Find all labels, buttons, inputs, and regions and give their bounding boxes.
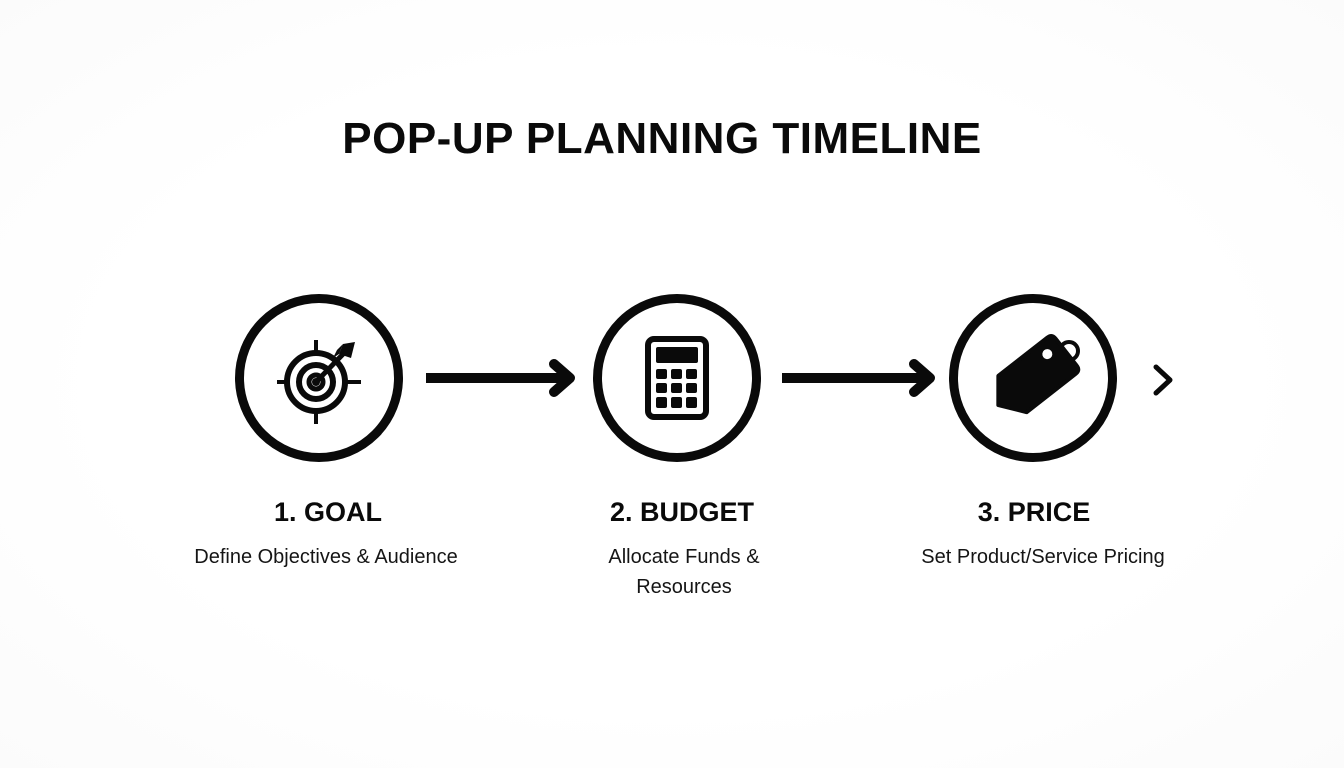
step-goal-circle xyxy=(235,294,403,462)
step-goal-description: Define Objectives & Audience xyxy=(194,546,458,568)
step-price-circle xyxy=(949,294,1117,462)
step-price-description: Set Product/Service Pricing xyxy=(921,546,1165,568)
calculator-icon xyxy=(645,336,709,420)
step-budget-label: 2. BUDGET xyxy=(609,497,755,527)
target-icon xyxy=(277,340,361,424)
step-budget-description: Allocate Funds & Resources xyxy=(504,542,864,602)
diagram-title: POP-UP PLANNING TIMELINE xyxy=(342,114,982,163)
step-goal-label: 1. GOAL xyxy=(273,497,382,527)
step-price-label: 3. PRICE xyxy=(977,497,1091,527)
chevron-right-icon xyxy=(1153,364,1173,396)
step-budget-circle xyxy=(593,294,761,462)
step-budget-description-line: Resources xyxy=(636,576,732,598)
arrow-right-icon xyxy=(426,359,575,397)
price-tag-icon xyxy=(996,334,1081,415)
arrow-right-icon xyxy=(782,359,935,397)
step-budget-description-line: Allocate Funds & xyxy=(608,546,760,568)
